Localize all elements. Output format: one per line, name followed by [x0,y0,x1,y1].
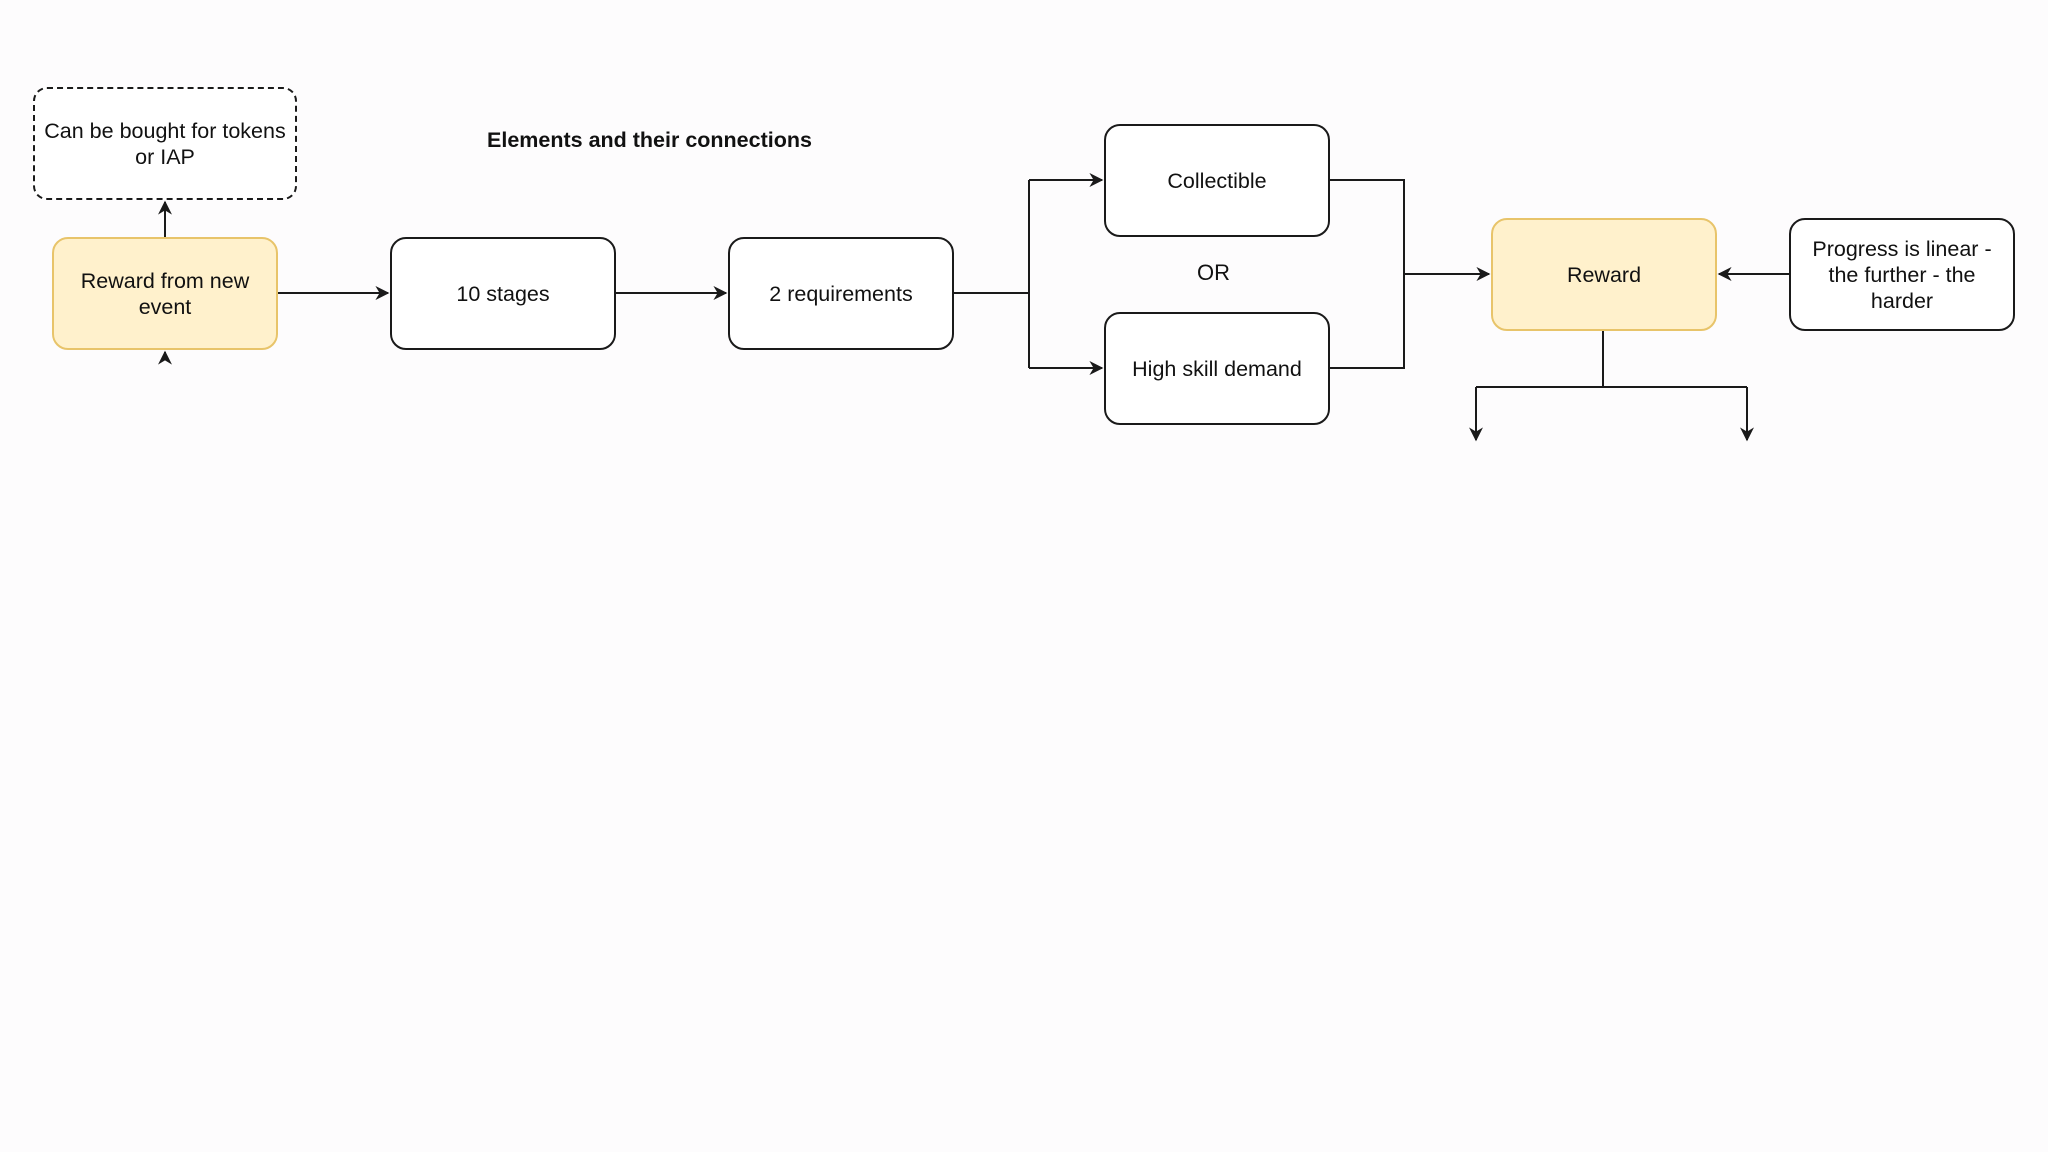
node-collectible[interactable]: Collectible [1104,124,1330,237]
node-tokens-or-iap[interactable]: Can be bought for tokens or IAP [33,87,297,200]
node-stages-label: 10 stages [456,281,550,306]
node-reward[interactable]: Reward [1491,218,1717,331]
node-progress-linear[interactable]: Progress is linear - the further - the h… [1789,218,2015,331]
node-reward-from-new-event[interactable]: Reward from new event [52,237,278,350]
edge-collectible-to-merge [1330,179,1405,369]
node-progress-label: Progress is linear - the further - the h… [1812,236,1992,313]
node-reward-label: Reward [1566,262,1642,287]
node-skill-label: High skill demand [1132,356,1302,381]
or-label: OR [1197,260,1230,285]
diagram-title: Elements and their connections [487,128,812,152]
node-event-label: Reward from new event [80,268,250,319]
node-10-stages[interactable]: 10 stages [390,237,616,350]
node-2-requirements[interactable]: 2 requirements [728,237,954,350]
node-high-skill-demand[interactable]: High skill demand [1104,312,1330,425]
node-tokens-label: Can be bought for tokens or IAP [44,118,286,169]
node-requirements-label: 2 requirements [769,281,913,306]
node-collectible-label: Collectible [1167,168,1267,193]
